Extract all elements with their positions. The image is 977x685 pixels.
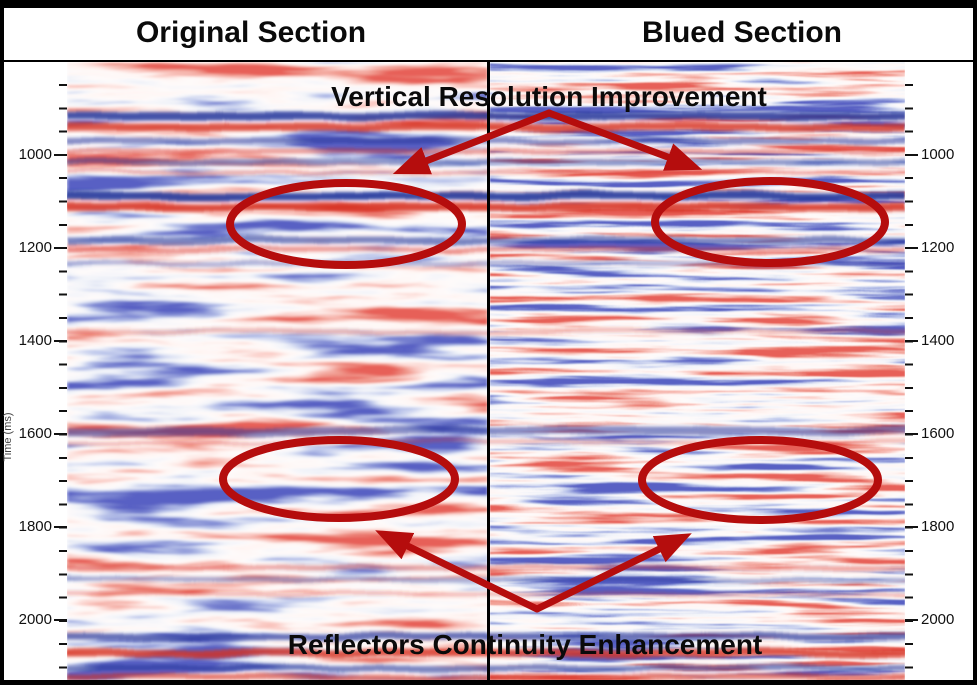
reflector-band — [67, 123, 905, 131]
left-axis-tick-label: 2000 — [18, 611, 52, 628]
reflector-band — [67, 261, 905, 266]
reflector-band — [67, 592, 905, 596]
tick-mark — [905, 619, 918, 621]
left-axis-tick-label: 1000 — [18, 146, 52, 163]
right-axis-tick-label: 1600 — [921, 425, 955, 442]
reflector-band — [67, 633, 905, 640]
reflector-band — [67, 665, 905, 671]
right-axis-tick-label: 1400 — [921, 332, 955, 349]
reflector-band — [67, 159, 905, 165]
tick-mark — [905, 154, 918, 156]
left-axis-tick-label: 1800 — [18, 518, 52, 535]
reflector-band — [67, 649, 905, 657]
reflector-band — [67, 138, 905, 144]
tick-mark — [905, 433, 918, 435]
reflector-band — [67, 427, 905, 435]
tick-mark — [54, 433, 67, 435]
panel-divider-line — [487, 62, 490, 680]
right-axis-minor-ticks — [905, 84, 913, 676]
reflectors-continuity-annotation: Reflectors Continuity Enhancement — [287, 629, 763, 660]
right-axis-tick-label: 1800 — [921, 518, 955, 535]
reflector-band — [67, 237, 905, 244]
reflector-band — [67, 112, 905, 120]
reflector-band — [67, 440, 905, 444]
left-axis-tick-label: 1200 — [18, 239, 52, 256]
original-seismic-panel — [67, 62, 488, 680]
reflector-band — [67, 203, 905, 211]
right-axis-tick-label: 1200 — [921, 239, 955, 256]
reflector-band — [67, 170, 905, 174]
reflector-band — [67, 674, 905, 680]
tick-mark — [54, 154, 67, 156]
header-strip — [4, 8, 973, 60]
seismic-section-plot — [67, 62, 905, 680]
right-axis-tick-label: 1000 — [921, 146, 955, 163]
reflector-band — [67, 329, 905, 334]
reflector-band — [67, 565, 905, 570]
left-axis-minor-ticks — [59, 84, 67, 676]
vertical-resolution-annotation: Vertical Resolution Improvement — [331, 81, 767, 112]
reflector-band — [67, 149, 905, 154]
left-axis-tick-label: 1400 — [18, 332, 52, 349]
reflector-band — [67, 192, 905, 200]
blued-section-title: Blued Section — [641, 16, 843, 49]
tick-mark — [54, 340, 67, 342]
tick-mark — [905, 247, 918, 249]
tick-mark — [54, 247, 67, 249]
original-section-title: Original Section — [135, 16, 367, 49]
tick-mark — [54, 619, 67, 621]
blued-seismic-panel — [490, 62, 905, 680]
reflector-band — [67, 577, 905, 582]
time-axis-label: Time (ms) — [2, 412, 14, 462]
tick-mark — [905, 340, 918, 342]
tick-mark — [905, 526, 918, 528]
tick-mark — [54, 526, 67, 528]
reflector-band — [67, 247, 905, 252]
right-axis-tick-label: 2000 — [921, 611, 955, 628]
left-axis-tick-label: 1600 — [18, 425, 52, 442]
